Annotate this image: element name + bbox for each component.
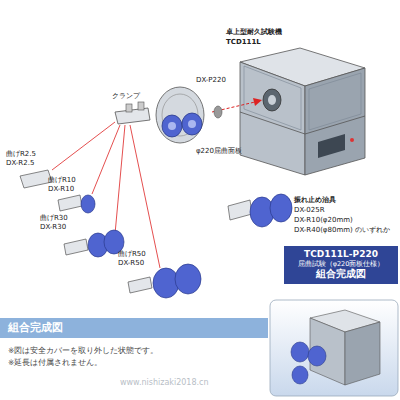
face-plate bbox=[156, 87, 222, 143]
part-number: DX-R10 bbox=[48, 185, 74, 193]
part-name: φ220屈曲面板 bbox=[196, 147, 242, 155]
clamp bbox=[115, 102, 150, 124]
section-band: 組合完成図 bbox=[0, 318, 268, 338]
part-number: DX-R2.5 bbox=[6, 159, 34, 167]
part-number: DX-R40(φ80mm) のいずれか bbox=[294, 226, 390, 234]
node-text: TCD111L-P220 bbox=[288, 249, 394, 260]
node-text: 組合完成図 bbox=[288, 268, 394, 281]
node-text: 屈曲試験（φ220面板仕様） bbox=[288, 260, 394, 268]
leader-lines bbox=[52, 122, 160, 268]
part-name: 振れ止め治具 bbox=[294, 196, 336, 204]
part-name: 曲げR2.5 bbox=[6, 150, 36, 158]
completed-view bbox=[270, 300, 398, 396]
machine-name: 卓上型耐久試験機 bbox=[226, 28, 282, 36]
part-number: DX-R50 bbox=[118, 259, 144, 267]
part-name: 曲げR50 bbox=[118, 250, 146, 258]
part-name: 曲げR30 bbox=[40, 214, 68, 222]
watermark: www.nishizaki2018.cn bbox=[120, 378, 209, 388]
part-number: DX-R10(φ20mm) bbox=[294, 216, 353, 224]
node-text: 組合完成図 bbox=[8, 321, 260, 335]
title-box: TCD111L-P220屈曲試験（φ220面板仕様）組合完成図 bbox=[284, 246, 398, 284]
note: ※図は安全カバーを取り外した状態です。 bbox=[8, 346, 158, 355]
part-number: DX-025R bbox=[294, 206, 325, 214]
part-number: DX-R30 bbox=[40, 223, 66, 231]
part-name: 曲げR10 bbox=[48, 176, 76, 184]
vibration-jig bbox=[228, 194, 292, 227]
note: ※延長は付属されません。 bbox=[8, 358, 102, 367]
part-number: DX-P220 bbox=[196, 76, 226, 84]
tester-machine bbox=[240, 48, 365, 175]
part-name: クランプ bbox=[112, 92, 140, 100]
model-number: TCD111L bbox=[226, 38, 261, 46]
bending-jigs bbox=[20, 170, 201, 298]
